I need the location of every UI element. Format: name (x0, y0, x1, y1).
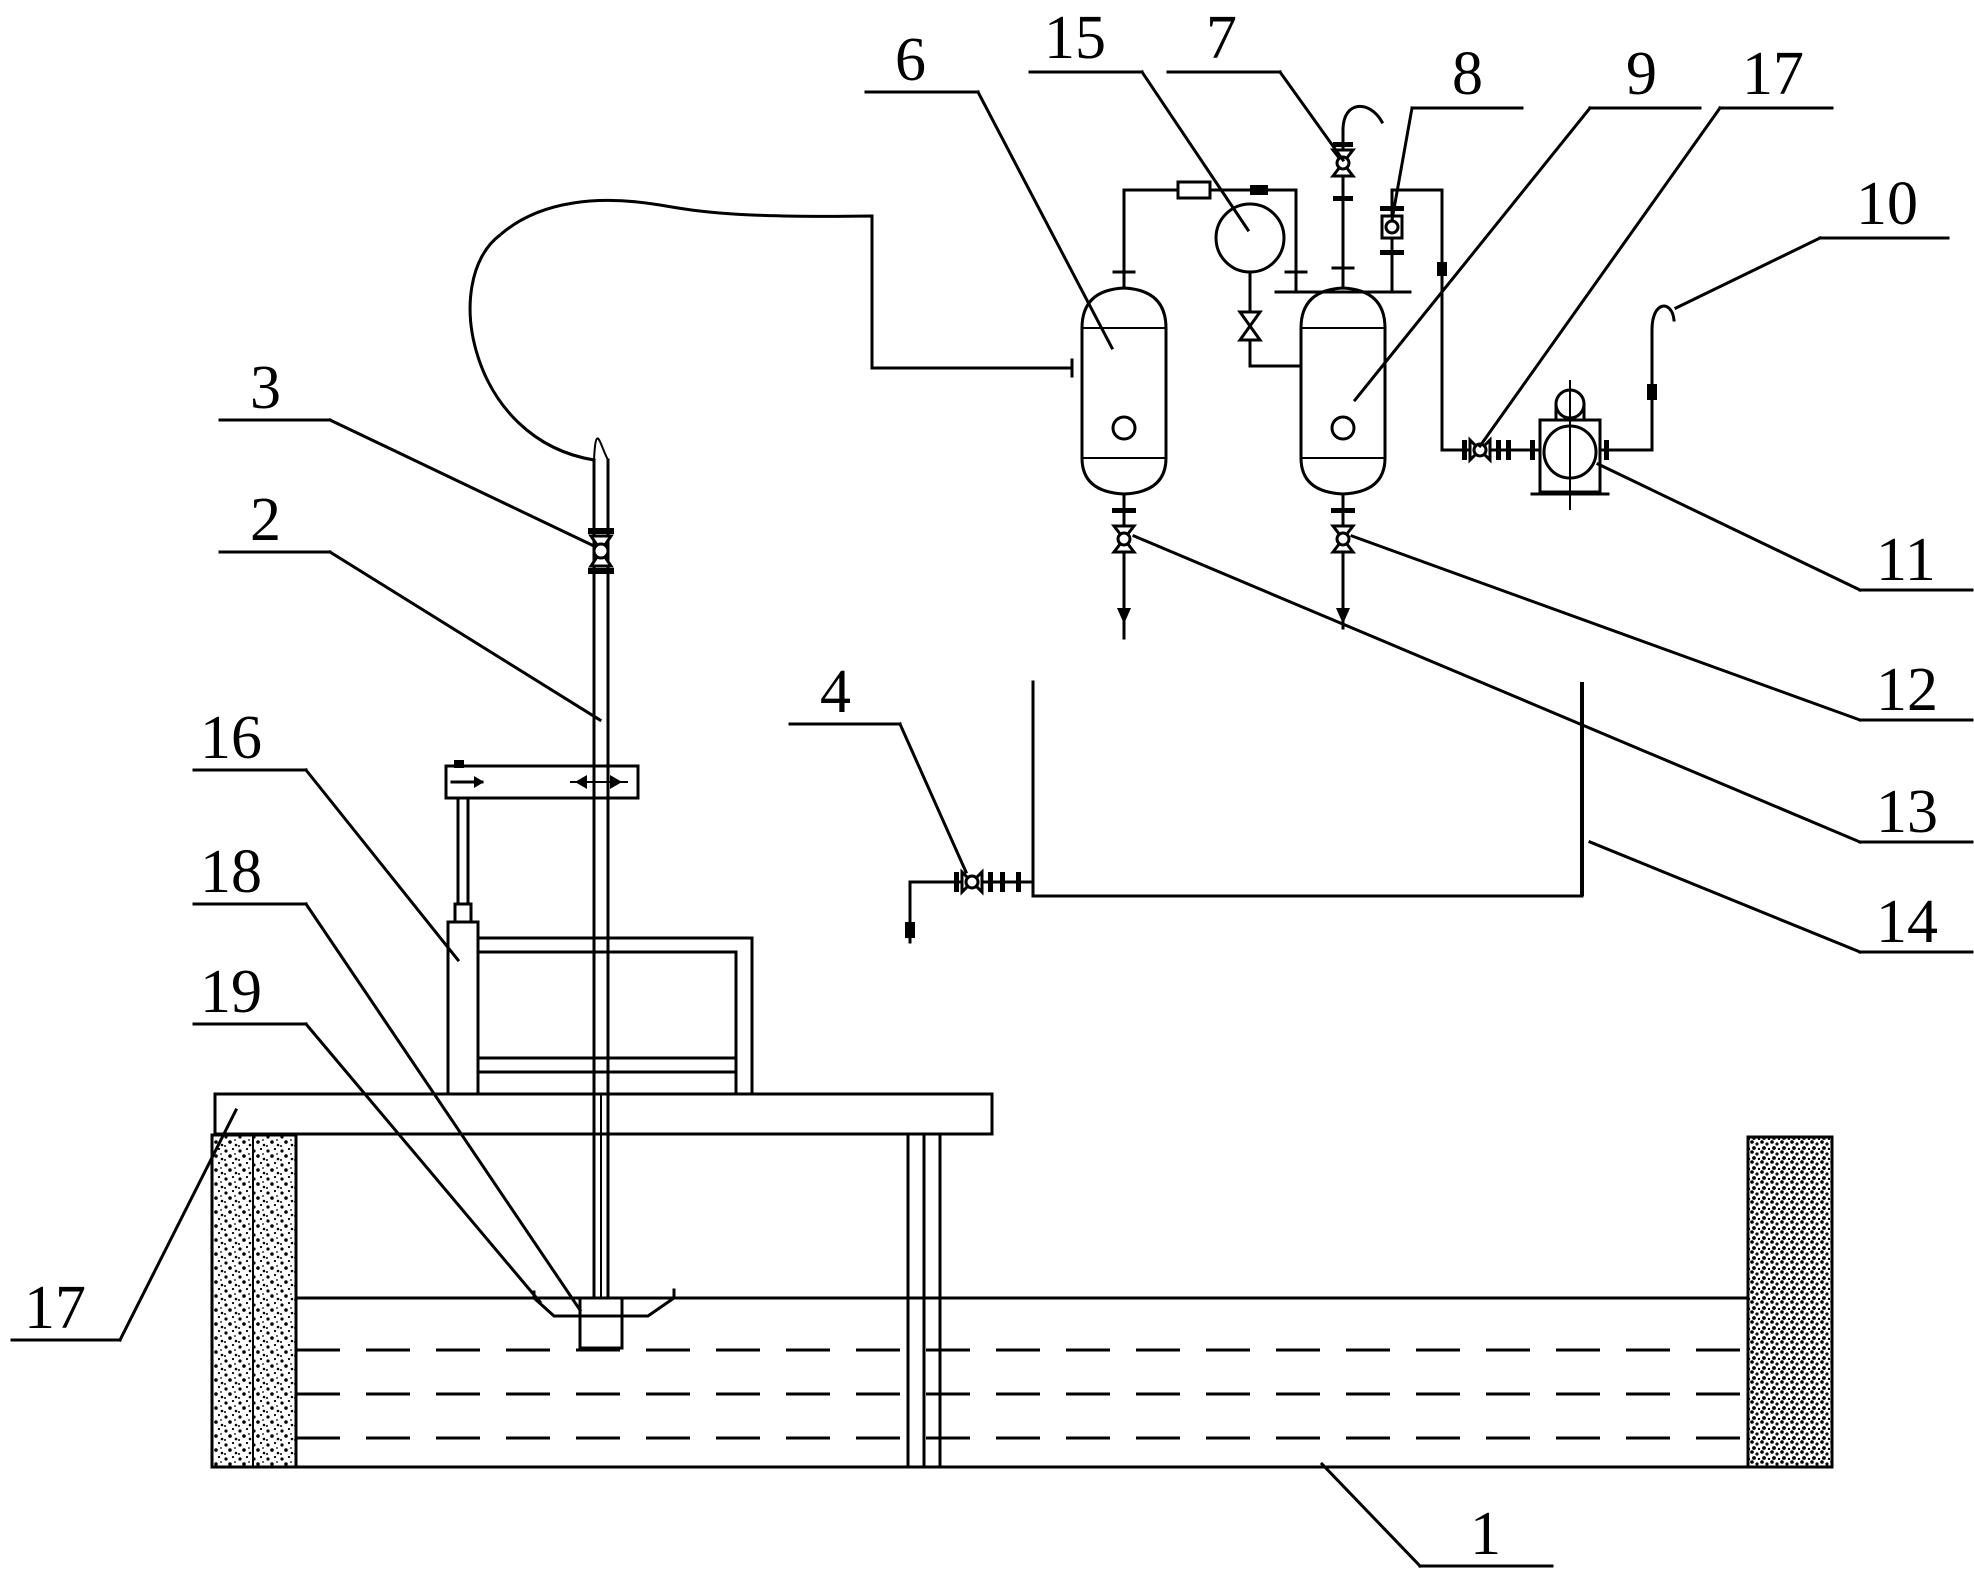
label-10: 10 (1856, 170, 1918, 238)
leader-lines (10, 69, 1974, 1569)
tank-6 (1070, 188, 1168, 640)
label-7: 7 (1206, 4, 1237, 72)
trough-14 (1031, 680, 1584, 898)
label-4: 4 (820, 658, 851, 726)
label-15: 15 (1044, 4, 1106, 72)
right-wall (1746, 1135, 1834, 1469)
label-13: 13 (1876, 778, 1938, 846)
label-2: 2 (250, 486, 281, 554)
label-16: 16 (200, 704, 262, 772)
label-19: 19 (200, 958, 262, 1026)
pump-15 (1122, 180, 1308, 368)
platform (213, 1092, 994, 1136)
valve-7 (1329, 105, 1385, 270)
collar-19 (578, 1296, 624, 1350)
valve-8 (1380, 188, 1447, 452)
label-1: 1 (1470, 1500, 1501, 1568)
label-8: 8 (1452, 40, 1483, 108)
lifting-frame (444, 760, 754, 1096)
label-9: 9 (1626, 40, 1657, 108)
label-6: 6 (895, 26, 926, 94)
valve-4 (905, 868, 1035, 944)
label-11: 11 (1876, 526, 1936, 594)
label-17-bottom: 17 (24, 1274, 86, 1342)
tank-9 (1274, 266, 1412, 630)
label-17-top: 17 (1742, 40, 1804, 108)
suction-pipe (531, 458, 677, 1350)
pump-11 (1440, 304, 1676, 510)
label-18: 18 (200, 838, 262, 906)
label-layer: 6 15 7 8 9 17 10 11 12 13 14 3 2 4 16 18… (24, 4, 1938, 1568)
label-14: 14 (1876, 888, 1938, 956)
label-12: 12 (1876, 656, 1938, 724)
label-3: 3 (250, 354, 281, 422)
valve-3 (588, 528, 614, 574)
lift-cylinder (446, 920, 480, 1096)
water-tank (210, 1132, 1834, 1469)
hose (468, 198, 1074, 462)
